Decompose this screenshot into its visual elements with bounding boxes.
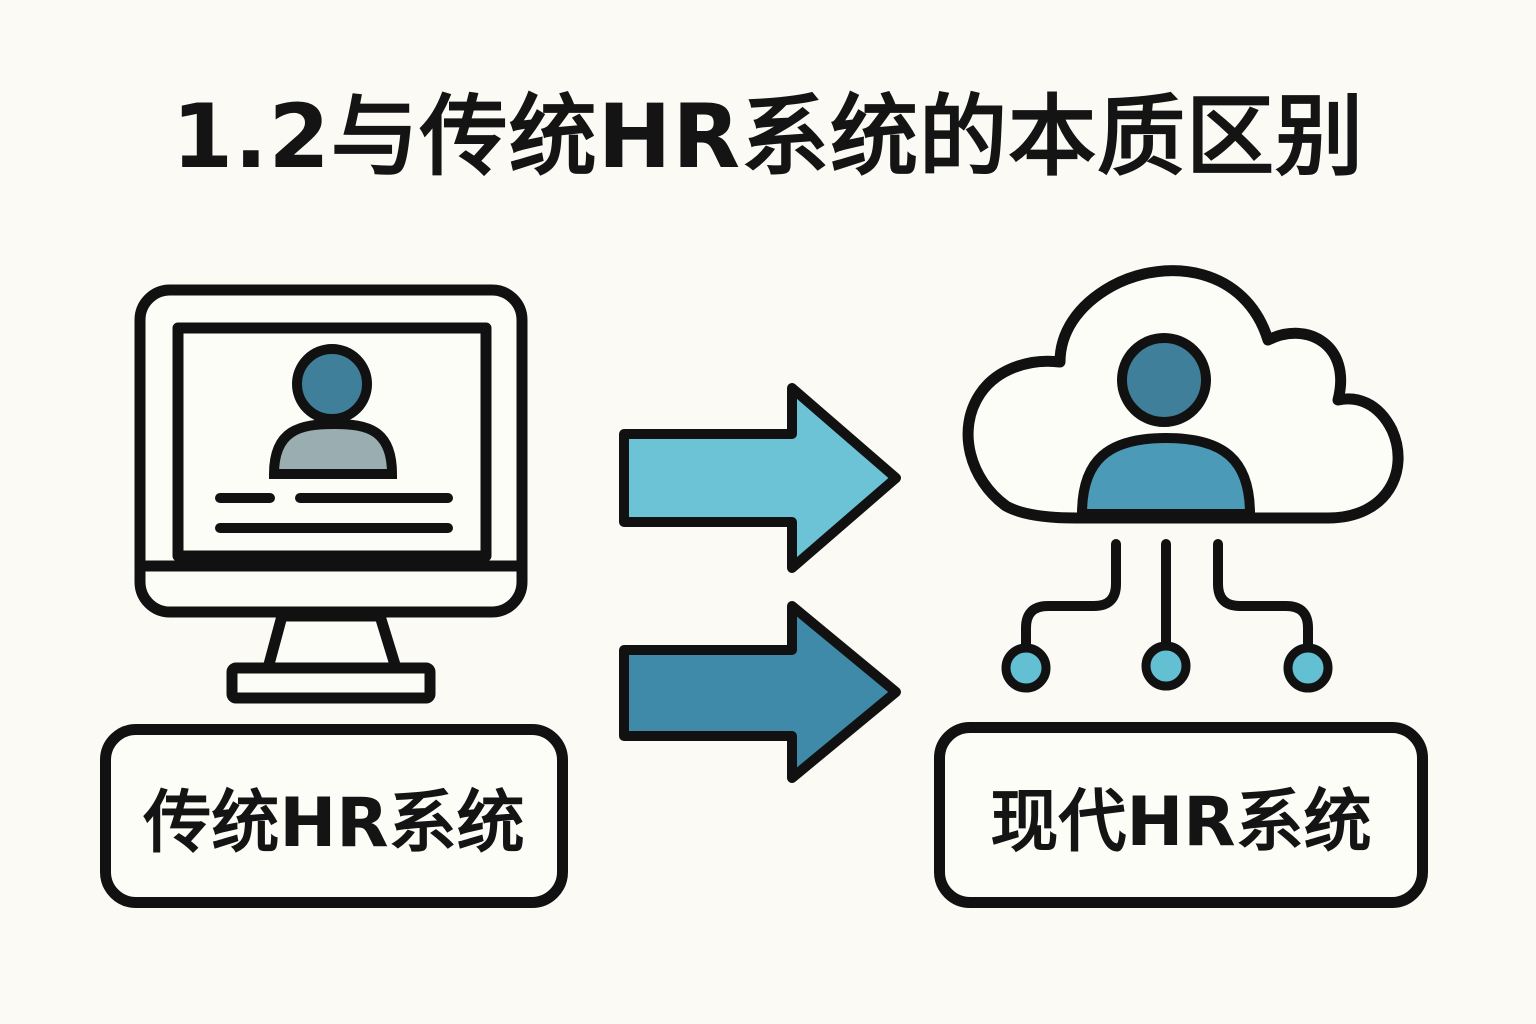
arrow-right-icon (619, 601, 901, 783)
screen-text-lines (215, 493, 453, 533)
arrow-right-icon (619, 383, 901, 573)
page-title: 1.2与传统HR系统的本质区别 (171, 85, 1365, 188)
network-nodes-icon (1021, 539, 1313, 653)
user-icon (1076, 333, 1256, 519)
modern-hr-label-box: 现代HR系统 (934, 722, 1428, 908)
user-icon (268, 344, 398, 479)
network-node (1001, 643, 1051, 693)
legacy-hr-label-box: 传统HR系统 (100, 724, 568, 908)
network-node (1283, 643, 1333, 693)
network-node (1141, 641, 1191, 691)
legacy-hr-label: 传统HR系统 (143, 783, 525, 863)
modern-hr-label: 现代HR系统 (990, 782, 1372, 862)
